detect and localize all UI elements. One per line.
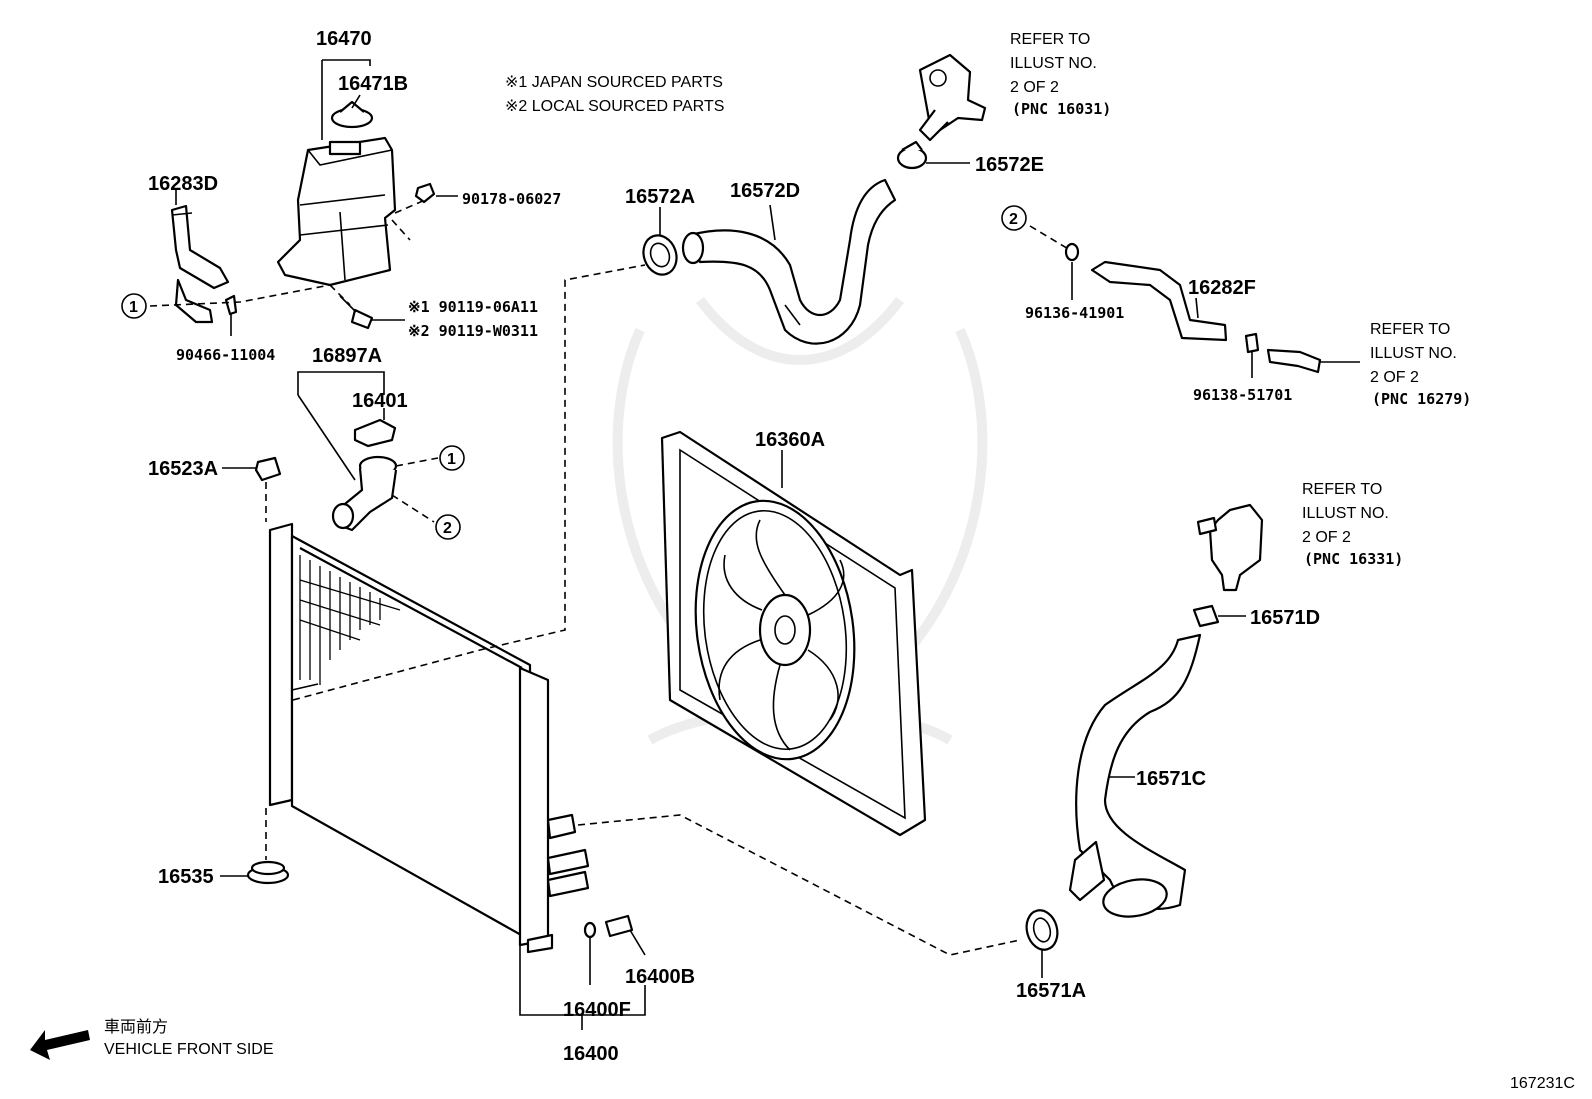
refer-16031: REFER TO ILLUST NO. 2 OF 2 (PNC 16031) — [1010, 31, 1111, 118]
label-90466-11004: 90466-11004 — [176, 346, 275, 364]
label-90119-japan: ※1 90119-06A11 — [408, 298, 538, 316]
pipe-16279 — [1266, 348, 1322, 374]
label-16401: 16401 — [352, 390, 408, 412]
hose-16282F — [1090, 260, 1228, 342]
label-16470: 16470 — [316, 28, 372, 50]
label-16400F: 16400F — [563, 999, 631, 1021]
clamp-96136 — [1064, 242, 1080, 300]
fan-shroud-16360A — [660, 430, 927, 837]
hose-16572D — [681, 178, 897, 345]
refer-16279-line4: (PNC 16279) — [1372, 390, 1471, 408]
label-16572E: 16572E — [975, 154, 1044, 176]
radiator-fins — [299, 555, 401, 685]
refer-16279-line3: 2 OF 2 — [1370, 369, 1419, 386]
label-16571A: 16571A — [1016, 980, 1086, 1002]
o-ring-16400F — [583, 921, 597, 985]
clamp-16571A — [1025, 909, 1059, 978]
clip-90178 — [414, 182, 436, 204]
refer-16031-line4: (PNC 16031) — [1012, 100, 1111, 118]
bolt-90119 — [339, 295, 374, 330]
direction-en: VEHICLE FRONT SIDE — [104, 1041, 274, 1058]
clamp-90466 — [224, 294, 238, 316]
clamp-16572E — [896, 140, 970, 170]
refer-16279-line1: REFER TO — [1370, 321, 1450, 338]
water-outlet-16031 — [918, 53, 987, 142]
label-16572A: 16572A — [625, 186, 695, 208]
callout-1-neck-label: 1 — [447, 451, 456, 468]
callout-1-neck — [439, 445, 465, 471]
fan-blades — [718, 519, 845, 751]
reservoir-cap — [330, 100, 374, 129]
filler-neck-16897A — [331, 455, 398, 532]
refer-16331-line4: (PNC 16331) — [1304, 550, 1403, 568]
clamp-96138 — [1244, 332, 1260, 378]
refer-16331-line2: ILLUST NO. — [1302, 505, 1389, 522]
note-japan: ※1 JAPAN SOURCED PARTS — [505, 74, 723, 91]
clamp-16572A — [642, 234, 678, 276]
refer-16031-line2: ILLUST NO. — [1010, 55, 1097, 72]
refer-16031-line3: 2 OF 2 — [1010, 79, 1059, 96]
label-16400: 16400 — [563, 1043, 619, 1065]
label-90119-local: ※2 90119-W0311 — [408, 322, 538, 340]
callout-2-neck-label: 2 — [443, 520, 452, 537]
callout-1-left — [121, 293, 147, 319]
label-16400B: 16400B — [625, 966, 695, 988]
label-16897A: 16897A — [312, 345, 382, 367]
label-16571D: 16571D — [1250, 607, 1320, 629]
mount-16535 — [220, 860, 290, 885]
callout-2-right — [1001, 205, 1027, 231]
direction-jp: 車両前方 — [104, 1018, 168, 1036]
refer-16331-line3: 2 OF 2 — [1302, 529, 1351, 546]
refer-16331-line1: REFER TO — [1302, 481, 1382, 498]
hose-16283D — [170, 204, 230, 324]
label-16283D: 16283D — [148, 173, 218, 195]
note-local: ※2 LOCAL SOURCED PARTS — [505, 98, 724, 115]
label-90178-06027: 90178-06027 — [462, 190, 561, 208]
refer-16031-line1: REFER TO — [1010, 31, 1090, 48]
front-arrow-icon — [30, 1030, 90, 1060]
label-16535: 16535 — [158, 866, 214, 888]
label-16282F: 16282F — [1188, 277, 1256, 299]
notes: ※1 JAPAN SOURCED PARTS ※2 LOCAL SOURCED … — [505, 74, 724, 115]
illustration-id: 167231C — [1510, 1075, 1575, 1092]
drain-plug-16400B — [604, 914, 646, 956]
label-16571C: 16571C — [1136, 768, 1206, 790]
callout-2-right-label: 2 — [1009, 211, 1018, 228]
radiator-cap-16401 — [353, 418, 397, 448]
label-16572D: 16572D — [730, 180, 800, 202]
hose-16571C — [1068, 633, 1202, 918]
label-96138-51701: 96138-51701 — [1193, 386, 1292, 404]
mount-16523A — [222, 456, 282, 482]
radiator-16400 — [268, 522, 646, 1030]
refer-16279: REFER TO ILLUST NO. 2 OF 2 (PNC 16279) — [1370, 321, 1471, 408]
label-96136-41901: 96136-41901 — [1025, 304, 1124, 322]
label-16523A: 16523A — [148, 458, 218, 480]
callout-2-neck — [435, 514, 461, 540]
refer-16331: REFER TO ILLUST NO. 2 OF 2 (PNC 16331) — [1302, 481, 1403, 568]
label-16471B: 16471B — [338, 73, 408, 95]
thermostat-16331 — [1196, 503, 1264, 592]
callout-1-left-label: 1 — [129, 299, 138, 316]
label-16360A: 16360A — [755, 429, 825, 451]
clamp-16571D — [1192, 604, 1246, 628]
refer-16279-line2: ILLUST NO. — [1370, 345, 1457, 362]
reservoir-tank — [276, 136, 397, 287]
